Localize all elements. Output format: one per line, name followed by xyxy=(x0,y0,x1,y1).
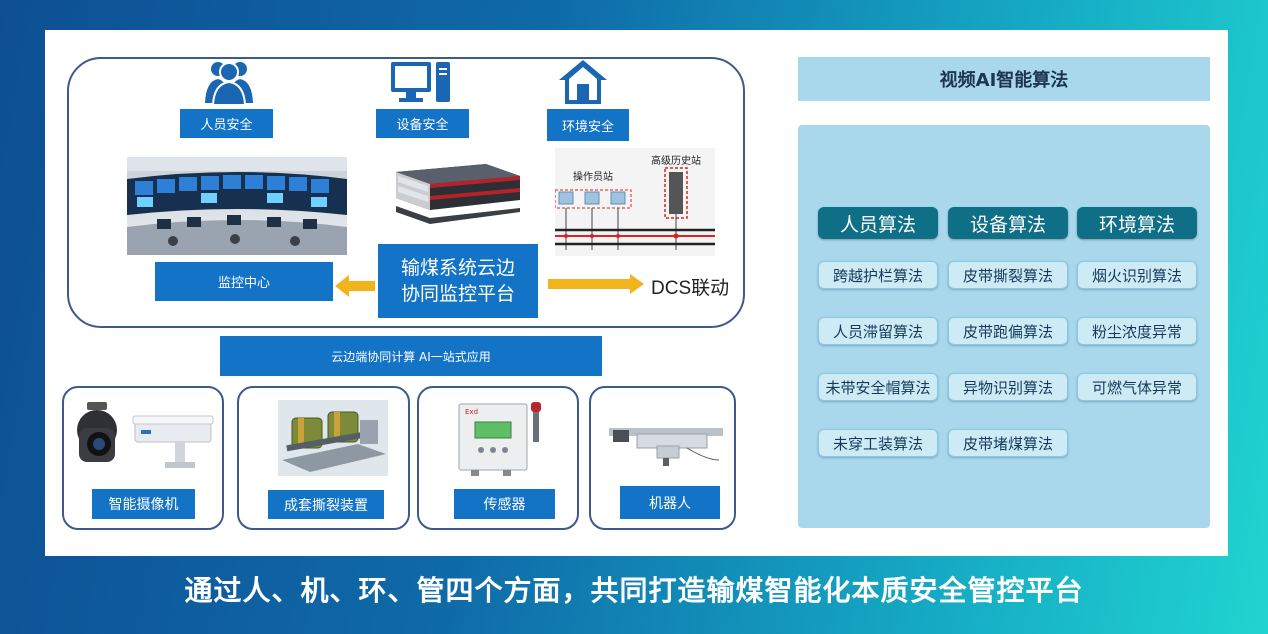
control-room-photo xyxy=(127,157,347,255)
algo-chip-personnel-4: 未穿工装算法 xyxy=(818,429,938,457)
platform-title: 输煤系统云边 协同监控平台 xyxy=(378,244,538,318)
algo-chip-environment-2: 粉尘浓度异常 xyxy=(1077,317,1197,345)
algo-chip-environment-1: 烟火识别算法 xyxy=(1077,261,1197,289)
monitor-center-label: 监控中心 xyxy=(155,262,333,301)
tear-device-label: 成套撕裂装置 xyxy=(268,490,384,519)
monitor-icon xyxy=(391,62,450,102)
sensor-label: 传感器 xyxy=(454,489,555,519)
camera-image xyxy=(77,402,214,468)
personnel-safety-label: 人员安全 xyxy=(180,109,273,138)
main-panel: 人员安全 设备安全 环境安全 xyxy=(45,30,1228,556)
category-personnel: 人员算法 xyxy=(818,207,938,239)
category-environment: 环境算法 xyxy=(1077,207,1197,239)
bottom-caption: 通过人、机、环、管四个方面，共同打造输煤智能化本质安全管控平台 xyxy=(184,574,1084,607)
sensor-mark: Exd xyxy=(465,408,478,416)
dcs-operator-label: 操作员站 xyxy=(573,170,613,183)
device-box-sensor xyxy=(417,386,579,530)
server-photo xyxy=(396,164,520,224)
equipment-safety-label: 设备安全 xyxy=(376,109,469,138)
platform-frame xyxy=(67,57,745,328)
tear-device-image xyxy=(278,400,388,476)
algo-chip-personnel-3: 未带安全帽算法 xyxy=(818,373,938,401)
algo-panel: 人员算法 设备算法 环境算法 跨越护栏算法 人员滞留算法 未带安全帽算法 未穿工… xyxy=(798,125,1210,528)
algo-chip-equipment-4: 皮带堵煤算法 xyxy=(948,429,1068,457)
people-icon xyxy=(205,62,253,106)
algo-chip-personnel-1: 跨越护栏算法 xyxy=(818,261,938,289)
arrow-right-icon xyxy=(548,274,644,294)
algo-chip-personnel-2: 人员滞留算法 xyxy=(818,317,938,345)
dcs-linkage-label: DCS联动 xyxy=(651,278,730,299)
robot-label: 机器人 xyxy=(620,486,720,519)
device-box-robot xyxy=(589,386,736,530)
platform-title-line-1: 输煤系统云边 xyxy=(400,257,515,279)
algo-chip-equipment-2: 皮带跑偏算法 xyxy=(948,317,1068,345)
algo-header: 视频AI智能算法 xyxy=(798,57,1210,101)
algo-chip-equipment-1: 皮带撕裂算法 xyxy=(948,261,1068,289)
robot-image xyxy=(609,428,723,466)
algo-chip-equipment-3: 异物识别算法 xyxy=(948,373,1068,401)
sensor-image: Exd xyxy=(458,402,541,476)
algo-chip-environment-3: 可燃气体异常 xyxy=(1077,373,1197,401)
dcs-station-top-label: 高级历史站 xyxy=(651,154,701,167)
device-box-camera xyxy=(62,386,224,530)
house-icon xyxy=(559,60,607,104)
environment-safety-label: 环境安全 xyxy=(547,109,629,141)
cloud-edge-bar: 云边端协同计算 AI一站式应用 xyxy=(220,336,602,376)
device-box-tear xyxy=(237,386,410,530)
platform-title-line-2: 协同监控平台 xyxy=(400,283,515,305)
camera-label: 智能摄像机 xyxy=(92,489,195,519)
category-equipment: 设备算法 xyxy=(948,207,1068,239)
dcs-diagram: 高级历史站 操作员站 xyxy=(555,148,715,256)
arrow-left-icon xyxy=(335,275,375,297)
